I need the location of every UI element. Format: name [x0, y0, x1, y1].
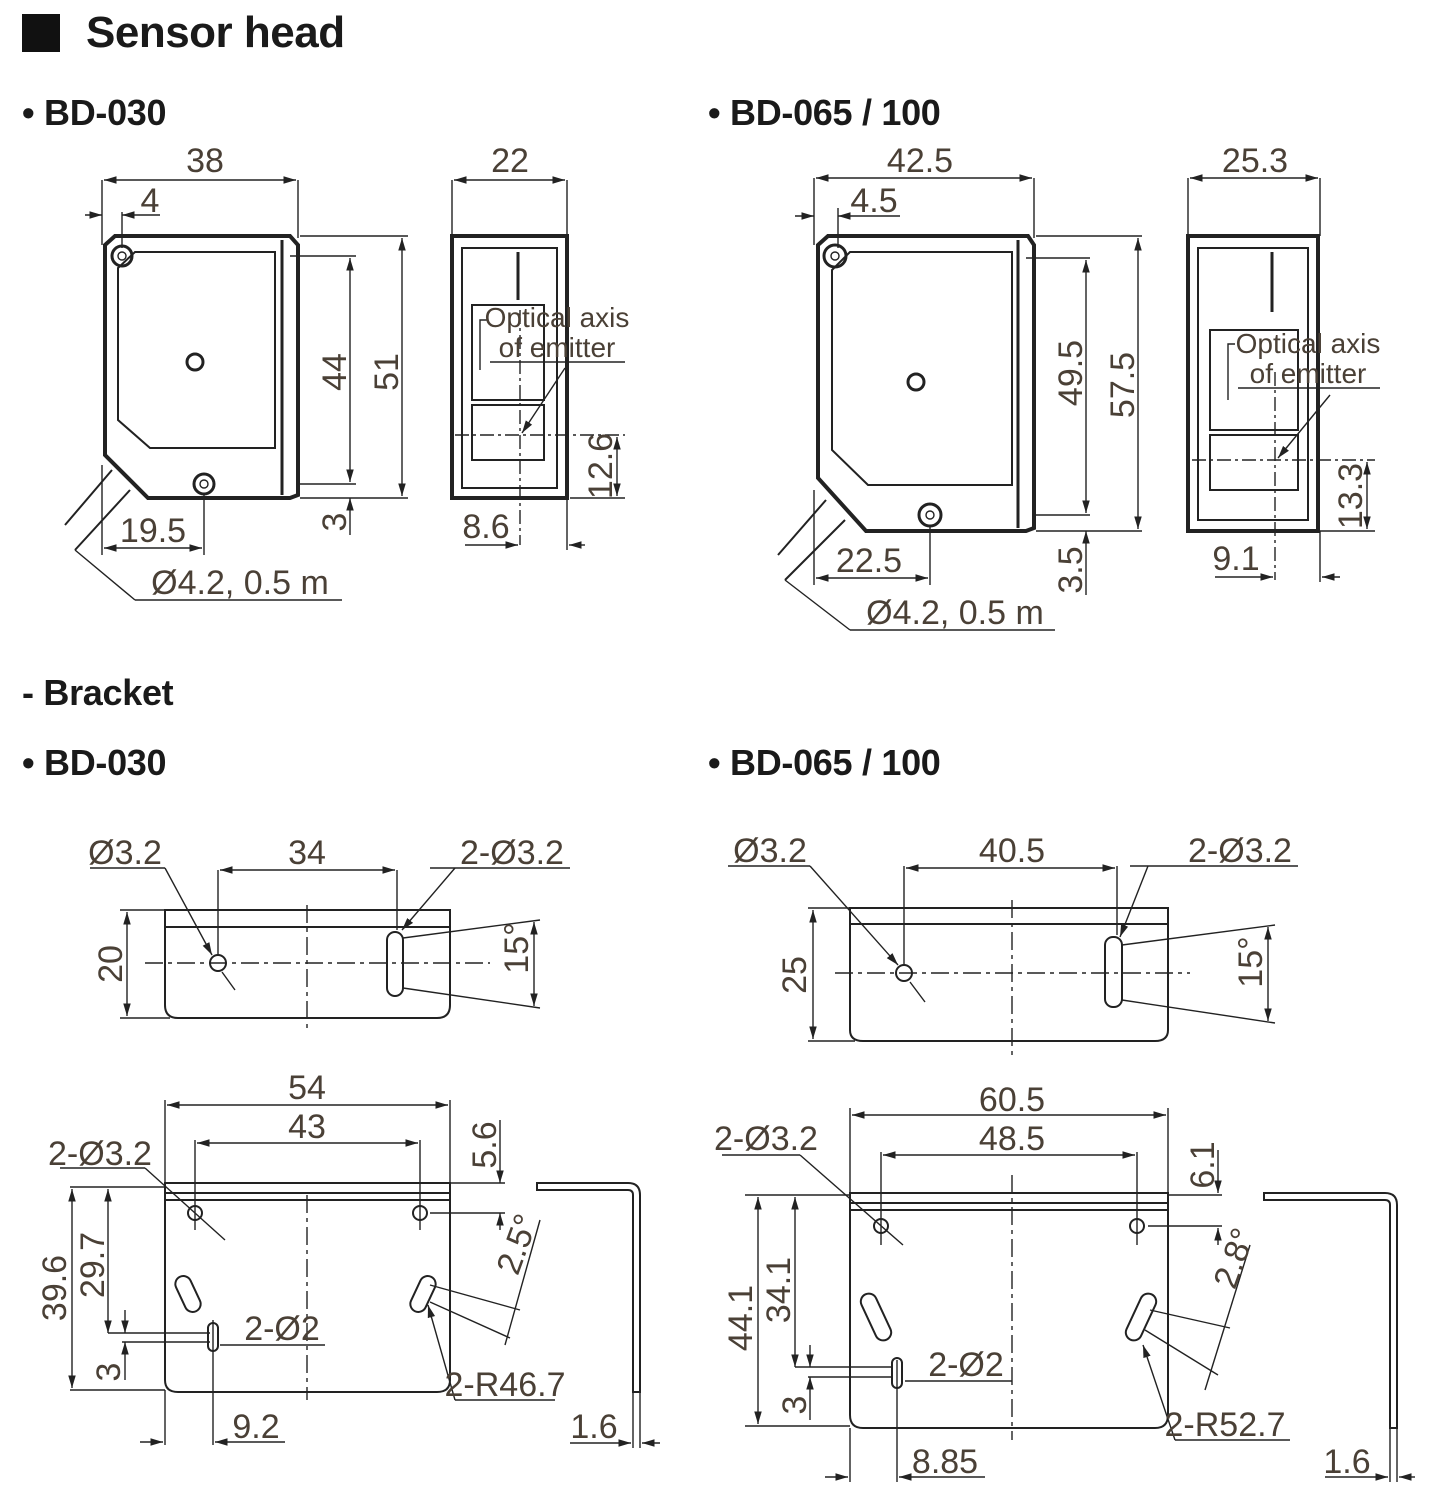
dim-hole: Ø3.2 [733, 832, 807, 870]
dim-width: 38 [186, 142, 224, 180]
page-title-text: Sensor head [86, 8, 345, 57]
sensor-bd030-labels: 38 4 44 51 19.5 3 Ø4.2, 0.5 m 22 Optical… [120, 142, 629, 602]
dim-total-height: 39.6 [36, 1255, 74, 1321]
sensor-bd065-front-view [777, 174, 1142, 631]
sensor-bd030-side-view [450, 176, 625, 550]
bracket-bd030-heading: • BD-030 [22, 742, 167, 783]
sensor-bd030-heading: • BD-030 [22, 92, 167, 133]
dim-axis-height: 12.6 [582, 433, 620, 499]
sensor-bd065-heading: • BD-065 / 100 [708, 92, 941, 133]
dim-width: 60.5 [979, 1081, 1045, 1119]
dim-hole-offset: 4 [141, 182, 160, 220]
dim-holes: 2-Ø3.2 [48, 1135, 152, 1173]
dim-slots: 2-Ø3.2 [460, 834, 564, 872]
dim-pitch: 40.5 [979, 832, 1045, 870]
dim-cable-offset: 19.5 [120, 512, 186, 550]
bracket-bd065-front-view [722, 1108, 1415, 1482]
dim-slots: 2-Ø3.2 [1188, 832, 1292, 870]
dim-hole: Ø3.2 [88, 834, 162, 872]
dim-side-width: 25.3 [1222, 142, 1288, 180]
dim-holes: 2-Ø3.2 [714, 1120, 818, 1158]
sensor-bd065-side-view [1186, 174, 1380, 582]
dim-slot-height: 34.1 [760, 1257, 798, 1323]
dim-inner-height: 44 [316, 353, 354, 391]
dim-bottom-gap: 3 [316, 513, 354, 532]
dim-pin-holes: 2-Ø2 [928, 1346, 1004, 1384]
dim-angle: 15° [1232, 936, 1270, 987]
dim-thickness: 1.6 [570, 1408, 617, 1446]
bracket-bd030-top-view [90, 866, 570, 1030]
square-bullet-icon [22, 14, 60, 52]
dim-slot-angle: 2.5° [489, 1209, 546, 1279]
dim-total-height: 44.1 [722, 1285, 760, 1351]
dim-axis-offset: 8.6 [462, 508, 509, 546]
dim-inner-height: 49.5 [1052, 340, 1090, 406]
dim-pin-offset: 3 [776, 1396, 814, 1415]
dim-width: 54 [288, 1069, 326, 1107]
dim-height: 25 [776, 956, 814, 994]
page-title: Sensor head [22, 8, 345, 58]
bracket-bd030-front-view [60, 1100, 660, 1448]
bracket-bd030-labels: Ø3.2 34 2-Ø3.2 20 15° 54 43 2-Ø3.2 5.6 2… [36, 834, 618, 1446]
dim-pin-x: 8.85 [912, 1443, 978, 1481]
dim-axis-height: 13.3 [1332, 463, 1370, 529]
bracket-bd065-heading: • BD-065 / 100 [708, 742, 941, 783]
dim-height: 20 [92, 945, 130, 983]
dim-height: 51 [368, 353, 406, 391]
dim-offset-top: 6.1 [1184, 1141, 1222, 1188]
sensor-bd030-front-view [64, 176, 408, 601]
dim-bottom-gap: 3.5 [1052, 546, 1090, 593]
dim-hole-pitch: 43 [288, 1108, 326, 1146]
bracket-bd065-top-view [728, 864, 1298, 1060]
dim-offset-top: 5.6 [466, 1121, 504, 1168]
dim-radius: 2-R52.7 [1165, 1406, 1286, 1444]
optical-axis-label: Optical axis [1236, 328, 1381, 359]
dim-slot-angle: 2.8° [1206, 1223, 1263, 1293]
dim-axis-offset: 9.1 [1212, 540, 1259, 578]
dim-pin-offset: 3 [90, 1363, 128, 1382]
dim-angle: 15° [498, 922, 536, 973]
dim-hole-offset: 4.5 [850, 182, 897, 220]
dim-side-width: 22 [491, 142, 529, 180]
dim-pitch: 34 [288, 834, 326, 872]
dim-height: 57.5 [1104, 352, 1142, 418]
dim-cable: Ø4.2, 0.5 m [866, 594, 1044, 632]
bracket-heading: - Bracket [22, 672, 174, 713]
dim-cable: Ø4.2, 0.5 m [151, 564, 329, 602]
dim-pin-x: 9.2 [232, 1408, 279, 1446]
optical-axis-label: Optical axis [485, 302, 630, 333]
dim-pin-holes: 2-Ø2 [244, 1310, 320, 1348]
dim-slot-height: 29.7 [74, 1232, 112, 1298]
dim-hole-pitch: 48.5 [979, 1120, 1045, 1158]
sensor-bd065-labels: 42.5 4.5 49.5 57.5 22.5 3.5 Ø4.2, 0.5 m … [836, 142, 1380, 632]
dim-cable-offset: 22.5 [836, 542, 902, 580]
optical-axis-label-2: of emitter [499, 332, 616, 363]
bracket-bd065-labels: Ø3.2 40.5 2-Ø3.2 25 15° 60.5 48.5 2-Ø3.2… [714, 832, 1371, 1481]
dim-width: 42.5 [887, 142, 953, 180]
dim-thickness: 1.6 [1323, 1443, 1370, 1481]
dim-radius: 2-R46.7 [445, 1366, 566, 1404]
optical-axis-label-2: of emitter [1250, 358, 1367, 389]
